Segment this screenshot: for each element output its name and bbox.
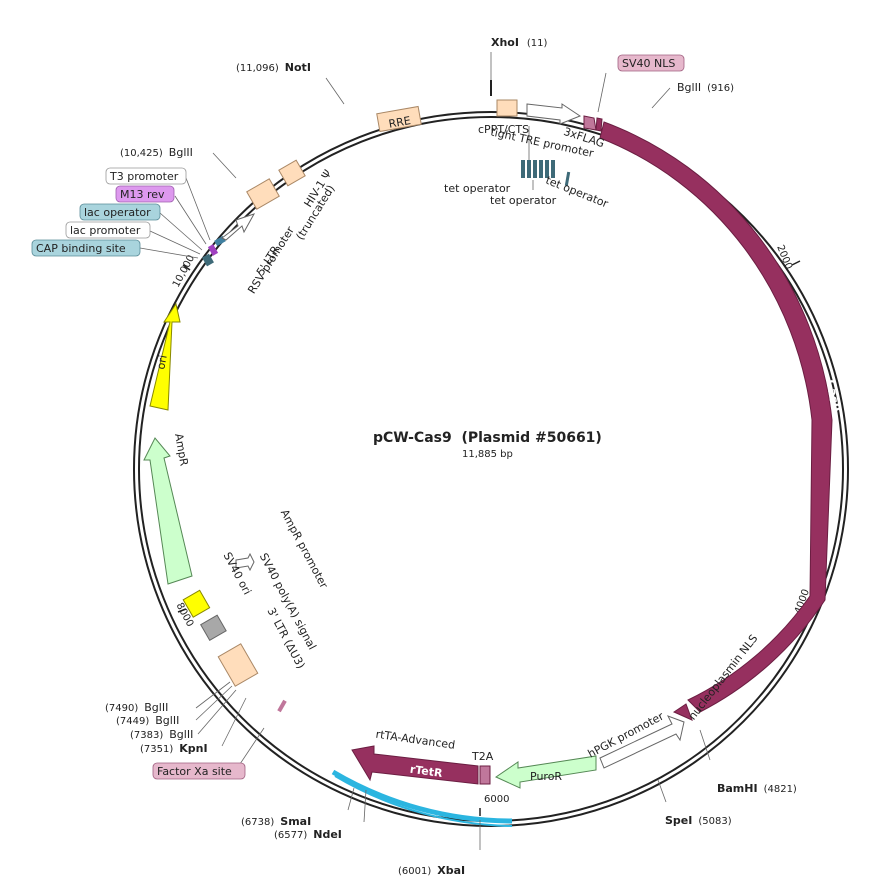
site-smai[interactable]: (6738)SmaI [241, 815, 311, 828]
rsv-promoter-feature[interactable] [221, 213, 256, 241]
rre-label: RRE [388, 114, 412, 131]
tet-operator-label-2: tet operator [490, 194, 557, 207]
site-bglii-7449[interactable]: (7449)BglII [116, 714, 179, 727]
puror-feature[interactable] [494, 755, 597, 789]
selection-arc-inner [334, 775, 513, 827]
t3-promoter-box[interactable] [105, 167, 187, 185]
sv40-polya-feature[interactable] [200, 614, 227, 641]
cppt-label: cPPT/CTS [478, 123, 529, 136]
plasmid-title: pCW-Cas9 (Plasmid #50661) [373, 430, 602, 446]
factor-xa-box[interactable] [152, 762, 246, 780]
leader-lines [139, 52, 711, 850]
rtetr-feature[interactable] [351, 745, 479, 785]
tick-label-6000: 6000 [484, 794, 509, 805]
tick-10000 [182, 264, 191, 271]
tight-tre-promoter-feature[interactable] [526, 103, 582, 125]
t2a-feature[interactable] [479, 765, 491, 785]
ampr-label: AmpR [172, 432, 191, 467]
site-xbai[interactable]: (6001)XbaI [398, 864, 465, 877]
t2a-label: T2A [471, 750, 494, 763]
hpgk-promoter-feature[interactable] [599, 715, 685, 769]
lac-promoter-text: lac promoter [70, 224, 141, 237]
lac-operator-text: lac operator [84, 206, 151, 219]
cap-binding-box[interactable] [31, 239, 141, 257]
ampr-promoter-label: AmpR promoter [278, 507, 331, 591]
cppt-feature[interactable] [496, 99, 518, 117]
cap-feature[interactable] [202, 253, 214, 267]
tet-operator-label-1: tet operator [444, 182, 511, 195]
site-spei[interactable]: SpeI(5083) [665, 814, 732, 827]
site-noti[interactable]: (11,096)NotI [236, 61, 311, 74]
sv40-nls-text: SV40 NLS [622, 57, 675, 70]
nucleoplasmin-nls-feature[interactable] [672, 703, 693, 721]
cas9-label: Cas9 [824, 378, 843, 412]
t3-promoter-text: T3 promoter [109, 170, 179, 183]
cap-binding-text: CAP binding site [36, 242, 126, 255]
ori-feature[interactable] [149, 302, 181, 411]
tick-8000 [177, 608, 187, 613]
sv40-ori-feature[interactable] [182, 589, 211, 618]
ampr-promoter-feature[interactable] [235, 552, 255, 572]
rre-feature[interactable] [376, 105, 422, 133]
site-bamhi[interactable]: BamHI(4821) [717, 782, 797, 795]
ori-label: ori [154, 354, 169, 370]
lac-operator-box[interactable] [79, 203, 161, 221]
ltr5-feature[interactable] [246, 178, 280, 210]
rsv-promoter-label: RSV promoter [245, 224, 297, 296]
m13-rev-text: M13 rev [120, 188, 165, 201]
puror-label: PuroR [530, 770, 562, 783]
rtta-label: rtTA-Advanced [375, 728, 456, 752]
flag-feature[interactable] [595, 117, 603, 132]
selection-arc[interactable] [331, 769, 513, 824]
site-bglii-10425[interactable]: (10,425)BglII [120, 146, 193, 159]
lac-promoter-box[interactable] [65, 221, 151, 239]
site-bglii-7383[interactable]: (7383)BglII [130, 728, 193, 741]
lac-feature[interactable] [207, 244, 219, 256]
ltr3-feature[interactable] [217, 643, 259, 687]
site-bglii-7490[interactable]: (7490)BglII [105, 701, 168, 714]
site-kpni[interactable]: (7351)KpnI [140, 742, 208, 755]
ampr-feature[interactable] [143, 437, 193, 585]
tick-2000 [791, 260, 801, 266]
rtetr-label: rTetR [409, 763, 444, 780]
m13-rev-box[interactable] [115, 185, 175, 203]
site-ndei[interactable]: (6577)NdeI [274, 828, 342, 841]
factor-xa-text: Factor Xa site [157, 765, 232, 778]
cas9-feature[interactable] [599, 121, 833, 713]
factor-xa-feature[interactable] [277, 699, 287, 713]
site-xhoi[interactable]: XhoI (11) [491, 36, 547, 49]
tet-operator-group[interactable] [521, 160, 571, 187]
hiv-psi-feature[interactable] [278, 159, 306, 187]
sv40-nls-box[interactable] [617, 54, 685, 72]
site-bglii-916[interactable]: BglII(916) [677, 81, 734, 94]
sv40-nls-feature[interactable] [583, 115, 597, 131]
plasmid-length: 11,885 bp [462, 449, 513, 460]
